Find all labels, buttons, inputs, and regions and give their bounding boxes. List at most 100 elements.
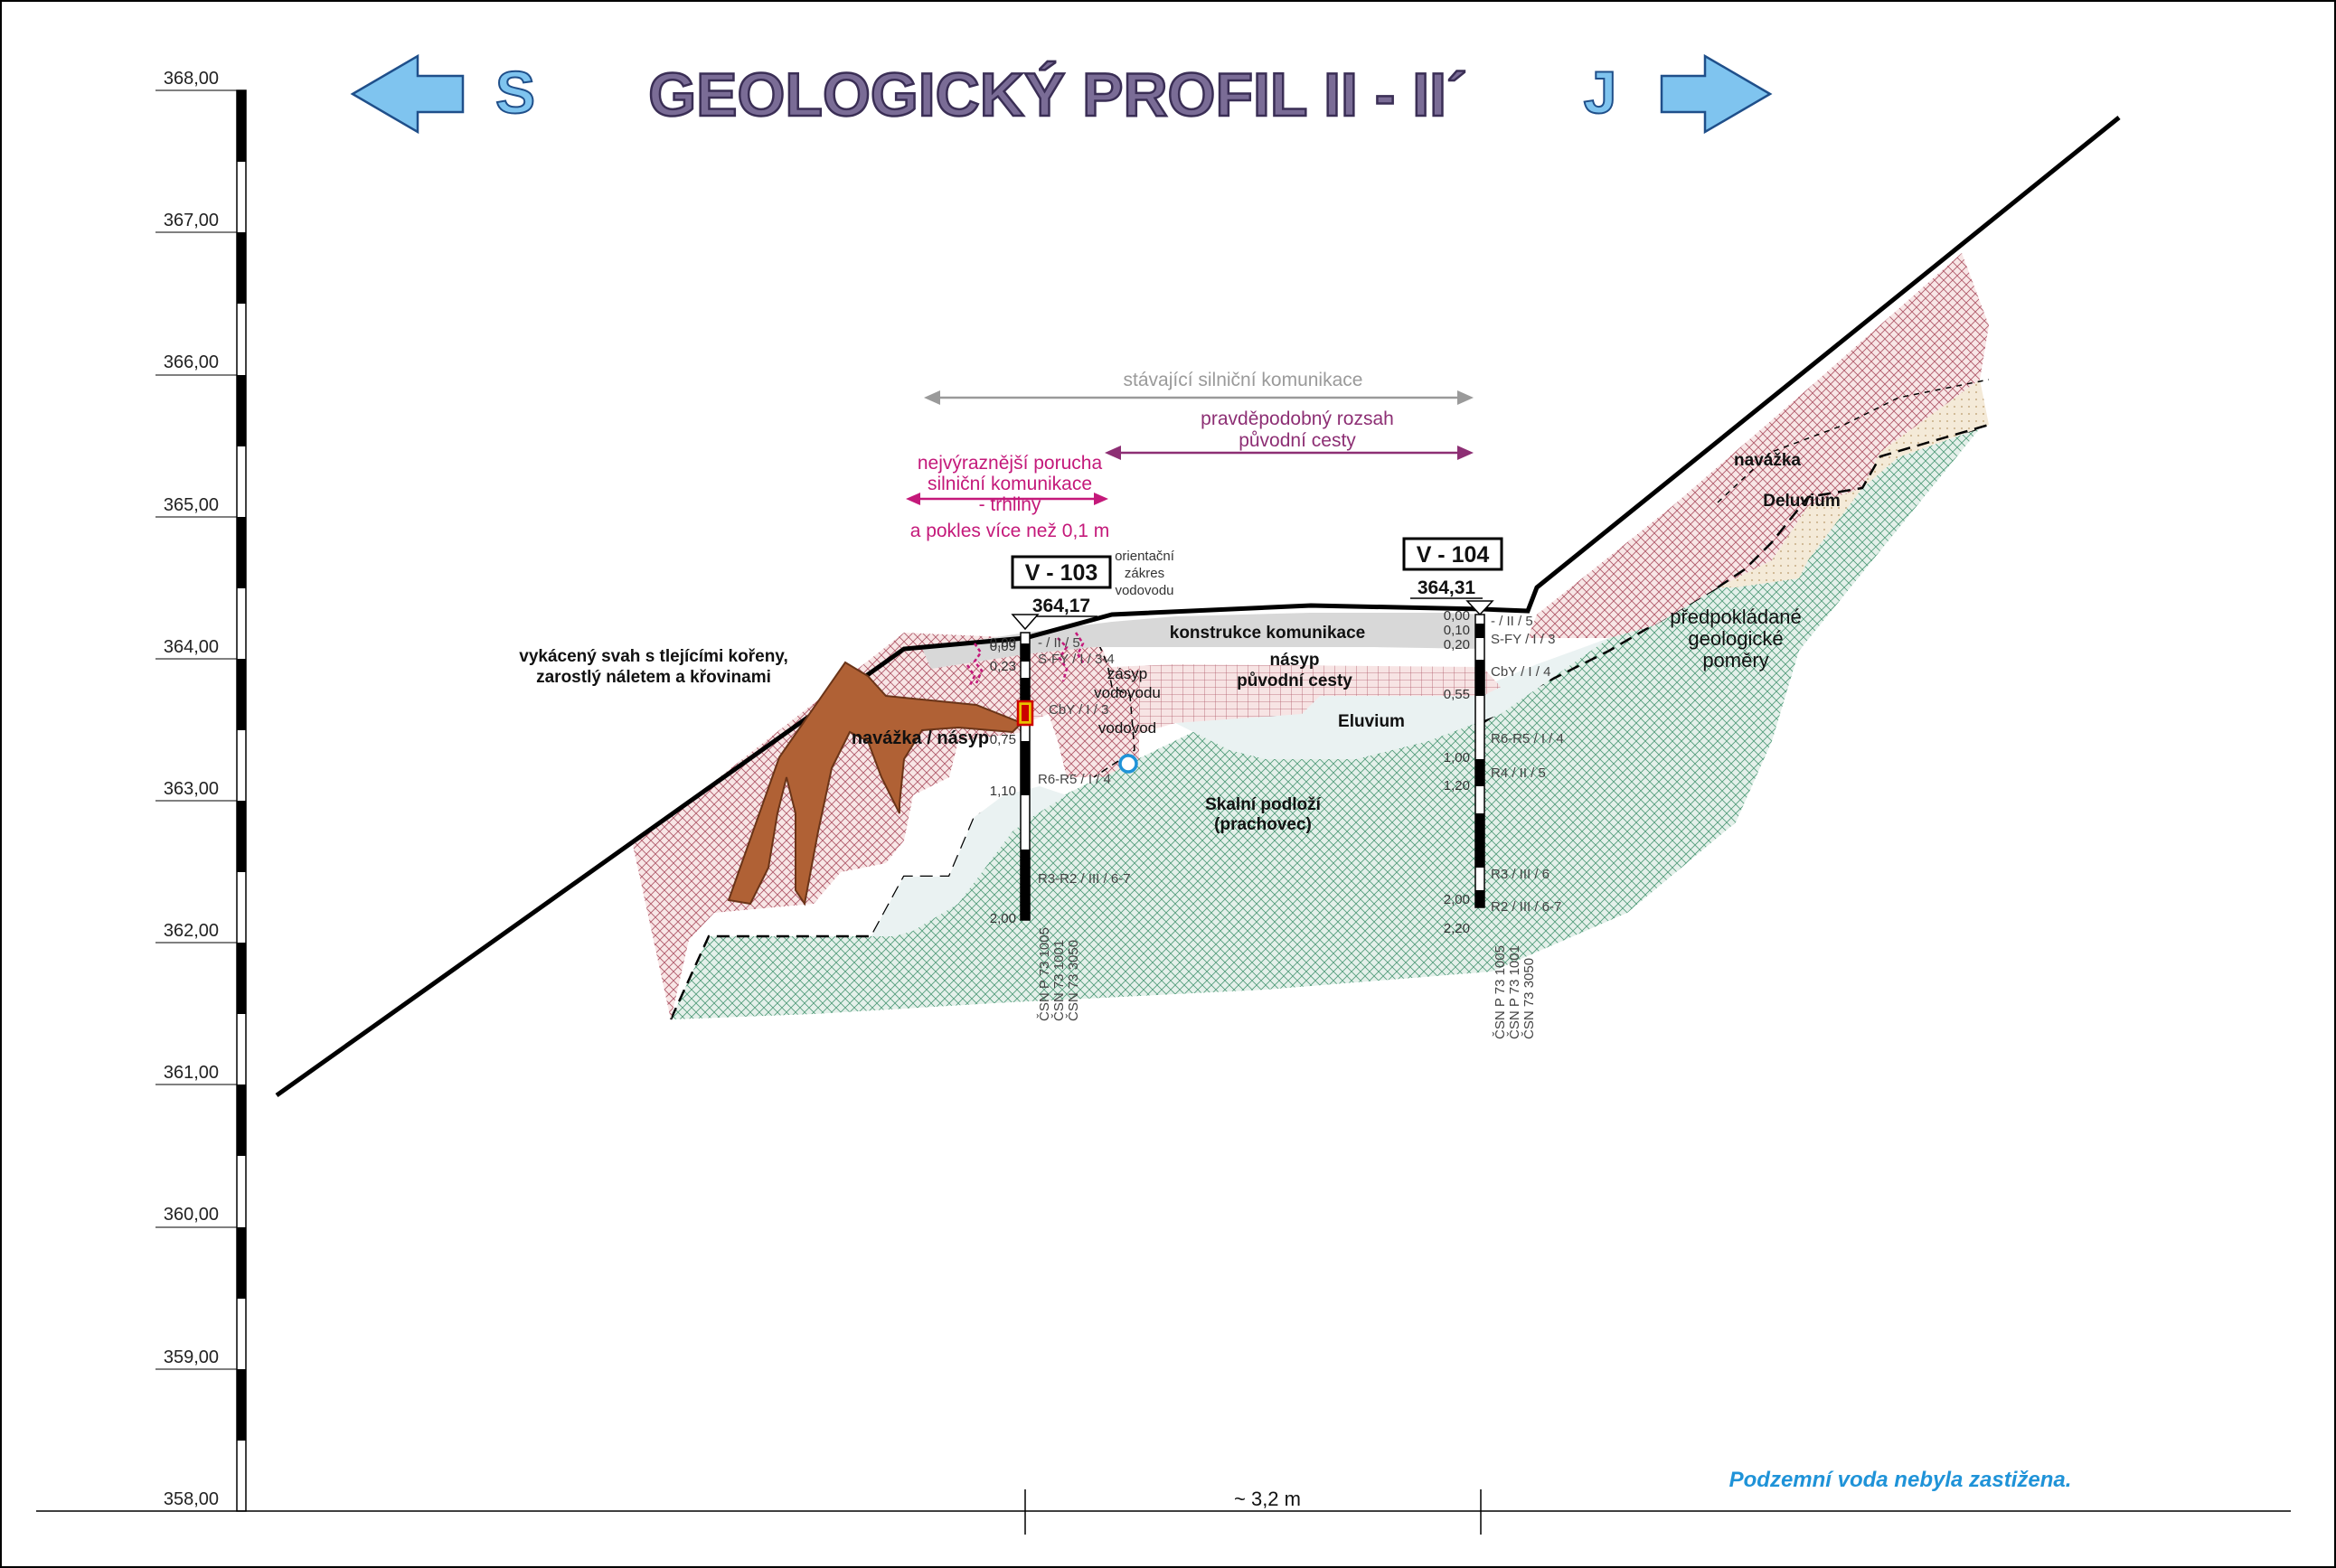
- arrow-right-icon: [1660, 53, 1773, 135]
- standard-label: ČSN P 73 1001: [1507, 945, 1522, 1039]
- groundwater-note: Podzemní voda nebyla zastižena.: [1729, 1468, 2072, 1492]
- assumed-note-2: geologické: [1688, 627, 1783, 650]
- depth-label: 0,55: [1444, 687, 1470, 702]
- failure-arrow: [906, 493, 1108, 505]
- scale-label: 367,00: [164, 211, 219, 230]
- pipe-note-3: vodovodu: [1115, 583, 1173, 598]
- label-fill-right: navážka: [1734, 451, 1801, 470]
- failure-note-2: silniční komunikace: [928, 474, 1092, 494]
- existing-road-label: stávající silniční komunikace: [1124, 370, 1363, 390]
- layer-deluvium: [1718, 380, 1989, 587]
- log-label: R6-R5 / I / 4: [1491, 731, 1564, 746]
- label-eluvium: Eluvium: [1338, 712, 1405, 731]
- log-label: R6-R5 / I / 4: [1038, 772, 1111, 787]
- arrow-left-icon: [350, 53, 465, 135]
- log-label: R2 / III / 6-7: [1491, 899, 1561, 915]
- label-road: konstrukce komunikace: [1170, 624, 1365, 643]
- layer-backfill: [1025, 633, 1139, 777]
- layer-fill-right: [1528, 253, 1989, 638]
- elevation-scale-labels: 368,00 367,00 366,00 365,00 364,00 363,0…: [155, 69, 237, 1512]
- scale-label: 365,00: [164, 495, 219, 515]
- label-bedrock-2: (prachovec): [1214, 815, 1312, 834]
- failure-note-4: a pokles více než 0,1 m: [910, 521, 1110, 541]
- depth-label: 0,20: [1444, 637, 1470, 653]
- terrain-surface: [275, 116, 2121, 1098]
- label-backfill-1: zásyp: [1107, 665, 1147, 682]
- depth-label: 0,00: [1444, 608, 1470, 624]
- slope-note-1: vykácený svah s tlejícími kořeny,: [519, 647, 788, 666]
- depth-label: 2,00: [1444, 892, 1470, 907]
- assumed-note-3: poměry: [1702, 649, 1768, 671]
- borehole-name: V - 104: [1417, 542, 1490, 568]
- surface-marker-icon: [1465, 600, 1494, 616]
- failure-note-1: nejvýraznější porucha: [918, 453, 1103, 474]
- depth-label: 0,00: [990, 635, 1016, 651]
- depth-label: 0,10: [1444, 623, 1470, 638]
- layer-road: [922, 613, 1483, 669]
- boundary-deluvium: [1717, 423, 1990, 589]
- layer-eluvium-center: [1175, 638, 1609, 759]
- borehole-v104: V - 104 364,31 0,00 0,10 0,20 0,55 1,00 …: [1402, 537, 1564, 1039]
- scale-label: 361,00: [164, 1063, 219, 1083]
- scale-label: 368,00: [164, 69, 219, 89]
- log-label: S-FY / I / 3-4: [1038, 652, 1115, 667]
- label-embankment-2: původní cesty: [1237, 671, 1352, 690]
- profile-title: GEOLOGICKÝ PROFIL II - II´: [648, 61, 1466, 129]
- scale-label: 358,00: [164, 1489, 219, 1509]
- failure-note-3: - trhliny: [979, 494, 1041, 515]
- borehole-elevation: 364,17: [1032, 596, 1090, 616]
- water-pipe-icon: [1118, 754, 1138, 774]
- label-bedrock-1: Skalní podloží: [1205, 795, 1321, 814]
- log-label: R4 / II / 5: [1491, 765, 1546, 781]
- scale-label: 359,00: [164, 1347, 219, 1367]
- layer-bedrock: [671, 428, 1980, 1019]
- layer-embankment: [1025, 664, 1501, 741]
- layer-eluvium-left: [871, 786, 1067, 936]
- root-icon: [727, 661, 1023, 906]
- crack-icon: [965, 664, 976, 688]
- log-label: - / II / 5: [1038, 635, 1080, 651]
- label-deluvium: Deluvium: [1763, 492, 1841, 511]
- depth-label: 0,75: [990, 732, 1016, 747]
- boundary-fill-deluvium: [1717, 379, 1990, 503]
- standard-label: ČSN P 73 1005: [1493, 945, 1508, 1039]
- depth-label: 0,23: [990, 659, 1016, 674]
- standard-label: ČSN 73 3050: [1066, 940, 1081, 1021]
- crack-icon: [1074, 632, 1087, 666]
- depth-label: 1,00: [1444, 750, 1470, 765]
- surface-marker-icon: [1011, 614, 1040, 631]
- depth-label: 2,00: [990, 911, 1016, 926]
- label-pipe: vodovod: [1098, 719, 1156, 737]
- slope-note-2: zarostlý náletem a křovinami: [536, 668, 771, 687]
- label-embankment-1: násyp: [1270, 651, 1320, 670]
- depth-label: 1,10: [990, 784, 1016, 799]
- scale-label: 363,00: [164, 779, 219, 799]
- assumed-note-1: předpokládané: [1670, 606, 1802, 628]
- label-backfill-2: vodovodu: [1094, 684, 1161, 701]
- crack-icon: [1057, 637, 1069, 682]
- depth-label: 0,09: [990, 639, 1016, 654]
- depth-label: 2,20: [1444, 921, 1470, 936]
- direction-south-label: S: [495, 59, 535, 126]
- scale-label: 360,00: [164, 1205, 219, 1225]
- scale-label: 362,00: [164, 921, 219, 941]
- original-road-label-2: původní cesty: [1239, 430, 1356, 451]
- borehole-v103: V - 103 364,17 0,00 0,09 0,23 0,75 1,10 …: [990, 555, 1131, 1021]
- depth-label: 1,20: [1444, 778, 1470, 793]
- existing-road-arrow: [924, 390, 1474, 405]
- borehole-name: V - 103: [1025, 560, 1098, 586]
- log-label: CbY / I / 3: [1049, 702, 1108, 718]
- log-label: R3 / III / 6: [1491, 867, 1549, 882]
- borehole-elevation: 364,31: [1418, 577, 1476, 598]
- direction-north-label: J: [1584, 59, 1617, 126]
- log-label: CbY / I / 4: [1491, 664, 1550, 680]
- standard-label: ČSN 73 3050: [1521, 958, 1537, 1039]
- pipe-note-2: zákres: [1125, 566, 1164, 581]
- pipe-note-1: orientační: [1115, 549, 1175, 564]
- elevation-scale: [236, 89, 247, 1512]
- borehole-distance: ~ 3,2 m: [1234, 1488, 1301, 1510]
- log-label: - / II / 5: [1491, 614, 1533, 629]
- log-label: R3-R2 / III / 6-7: [1038, 871, 1131, 887]
